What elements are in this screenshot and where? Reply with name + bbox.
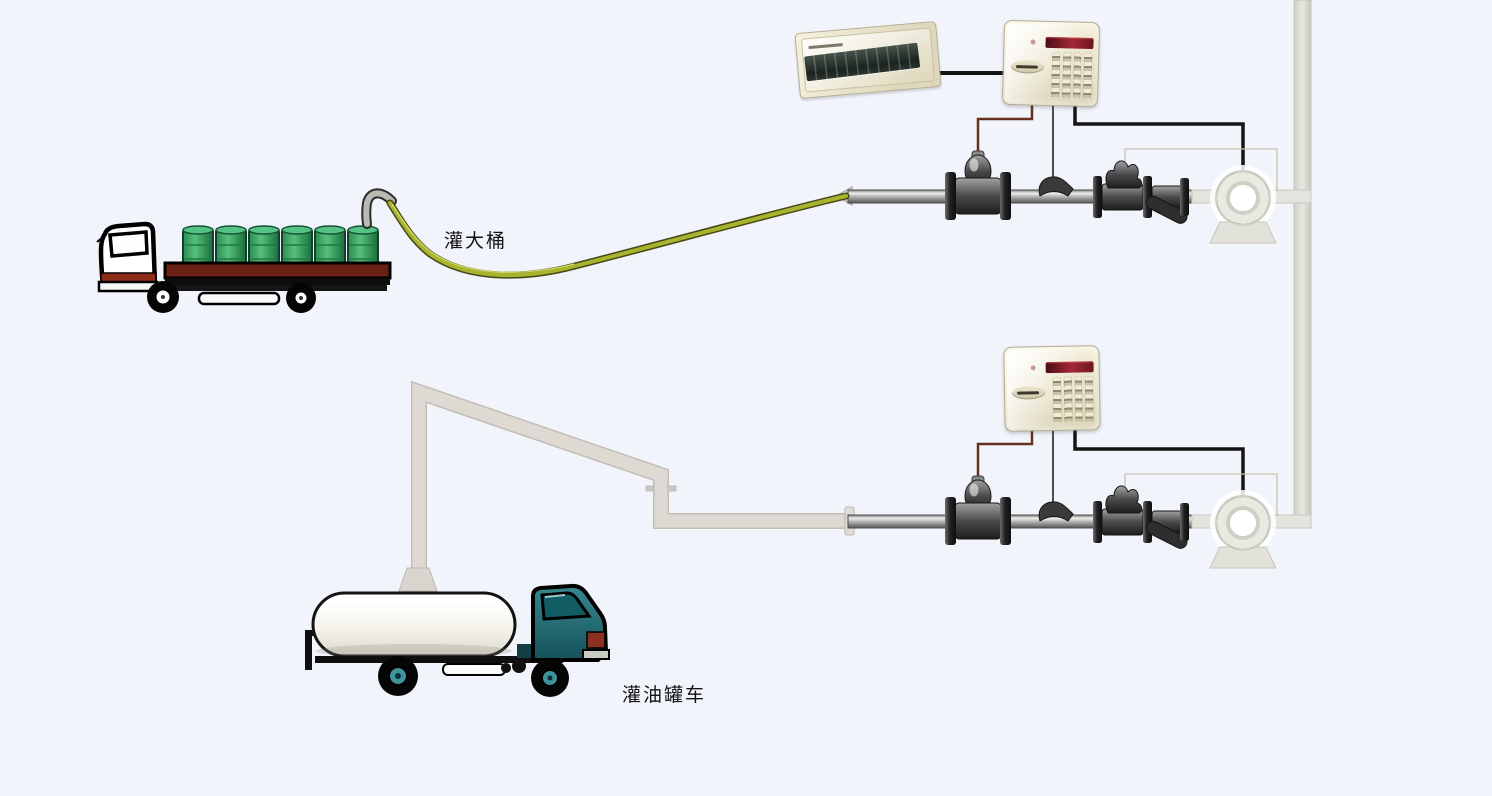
tanker-loading-arm — [398, 380, 855, 592]
digital-display-icon — [1045, 36, 1094, 50]
controller-keypad-icon — [1051, 52, 1093, 100]
batch-controller-bottom — [1003, 345, 1101, 432]
power-led-icon — [1030, 365, 1036, 371]
power-led-icon — [1030, 39, 1036, 45]
slot-button-icon — [1011, 386, 1046, 400]
barrel-truck — [96, 221, 392, 313]
tanker-truck — [305, 583, 610, 697]
batch-controller-top — [1001, 19, 1101, 108]
slot-button-icon — [1010, 59, 1045, 74]
drop-funnel — [398, 567, 438, 592]
keyboard-keys-icon — [804, 42, 921, 82]
nozzle-icon — [363, 190, 395, 227]
operator-keyboard — [794, 20, 942, 100]
keyboard-label-strip — [808, 43, 843, 50]
metering-train-bottom — [846, 427, 1313, 570]
barrel-truck-icon — [96, 221, 392, 313]
metering-train-top — [846, 102, 1313, 245]
label-barrel-filling: 灌大桶 — [444, 231, 508, 252]
tanker-truck-icon — [305, 583, 610, 697]
controller-keypad-icon — [1052, 376, 1094, 423]
digital-display-icon — [1045, 361, 1094, 374]
filling-hose — [361, 188, 850, 279]
vertical-supply-pipe — [1293, 0, 1312, 528]
label-tanker-filling: 灌油罐车 — [622, 685, 707, 706]
